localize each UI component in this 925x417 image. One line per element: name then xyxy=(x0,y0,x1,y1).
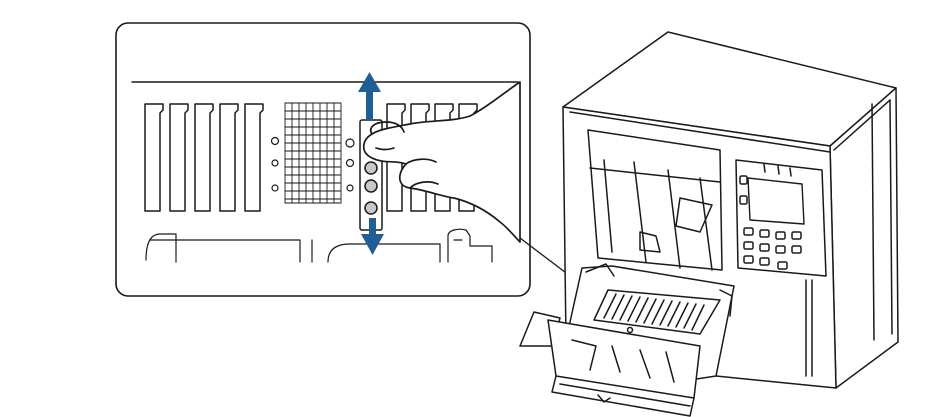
printer-icon xyxy=(519,31,899,417)
callout-lower-frame xyxy=(145,228,493,263)
holes-left xyxy=(270,136,280,192)
arrow-up-icon xyxy=(358,72,381,120)
control-panel-icon xyxy=(735,159,827,277)
finger-slider-icon xyxy=(362,81,521,243)
front-cover xyxy=(519,311,701,417)
holes-right xyxy=(345,138,355,192)
slot-group-left xyxy=(144,103,264,212)
mesh-grid xyxy=(284,102,342,204)
callout-box xyxy=(115,22,531,297)
arrow-down-icon xyxy=(361,218,384,255)
